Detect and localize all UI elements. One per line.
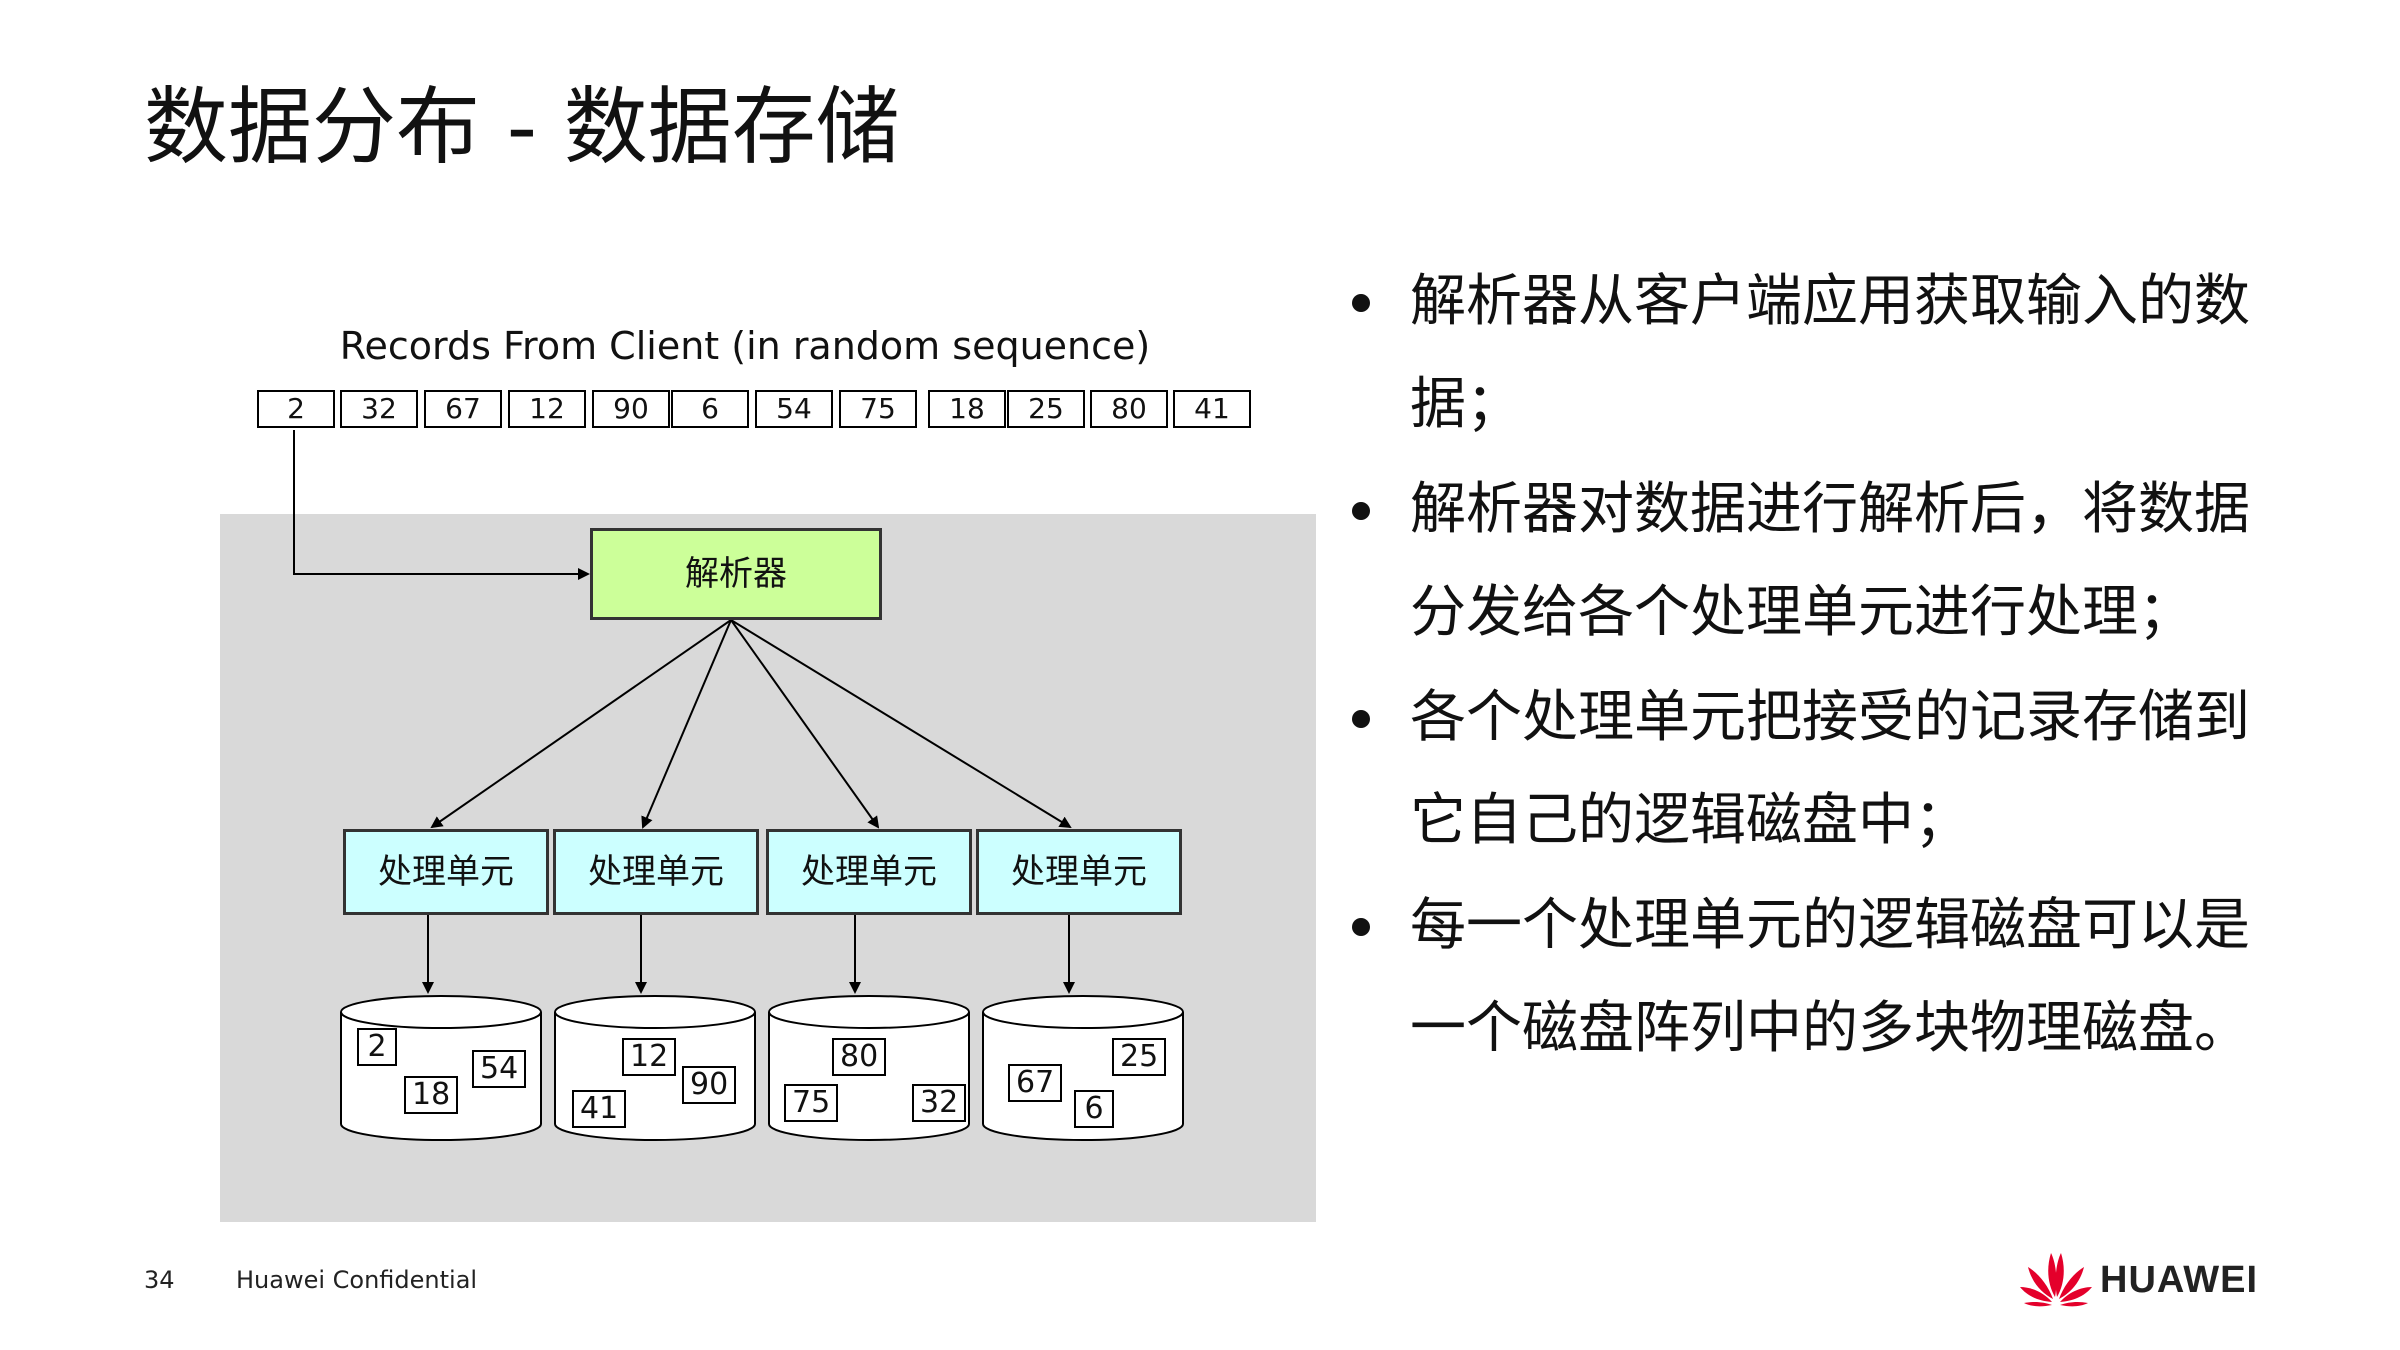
record-box: 18 xyxy=(928,390,1006,428)
disk-record: 90 xyxy=(682,1066,737,1104)
disk-record: 54 xyxy=(472,1050,527,1088)
bullet-text: 各个处理单元把接受的记录存储到它自己的逻辑磁盘中； xyxy=(1410,685,2250,853)
bullet-text: 解析器从客户端应用获取输入的数据； xyxy=(1410,269,2250,437)
record-box: 25 xyxy=(1007,390,1085,428)
slide-title: 数据分布 - 数据存储 xyxy=(144,78,900,176)
disk-record: 25 xyxy=(1112,1038,1167,1076)
bullet-item: 解析器对数据进行解析后，将数据分发给各个处理单元进行处理； xyxy=(1350,458,2250,664)
parser-to-unit-arrow xyxy=(641,619,732,829)
disk-record: 2 xyxy=(357,1028,397,1066)
bullet-item: 解析器从客户端应用获取输入的数据； xyxy=(1350,250,2250,456)
disk-record: 41 xyxy=(572,1090,627,1128)
disk-record: 6 xyxy=(1074,1090,1114,1128)
record-box: 54 xyxy=(755,390,833,428)
record-to-parser-arrow xyxy=(293,430,590,580)
bullet-dot-icon xyxy=(1352,710,1370,728)
huawei-flower-icon xyxy=(2020,1253,2092,1307)
bullet-item: 每一个处理单元的逻辑磁盘可以是一个磁盘阵列中的多块物理磁盘。 xyxy=(1350,874,2250,1080)
bullet-dot-icon xyxy=(1352,918,1370,936)
disk-record: 18 xyxy=(404,1076,459,1114)
confidential-label: Huawei Confidential xyxy=(236,1266,478,1294)
parser-to-unit-arrow xyxy=(430,619,732,829)
processing-unit: 处理单元 xyxy=(766,829,972,915)
record-box: 12 xyxy=(508,390,586,428)
record-box: 80 xyxy=(1090,390,1168,428)
disk-record: 75 xyxy=(784,1084,839,1122)
records-caption: Records From Client (in random sequence) xyxy=(339,324,1151,368)
record-box: 75 xyxy=(839,390,917,428)
huawei-logo: HUAWEI xyxy=(2018,1245,2278,1315)
record-box: 32 xyxy=(340,390,418,428)
processing-unit: 处理单元 xyxy=(976,829,1182,915)
bullet-text: 解析器对数据进行解析后，将数据分发给各个处理单元进行处理； xyxy=(1410,477,2250,645)
record-box: 90 xyxy=(592,390,670,428)
bullet-item: 各个处理单元把接受的记录存储到它自己的逻辑磁盘中； xyxy=(1350,666,2250,872)
processing-unit: 处理单元 xyxy=(343,829,549,915)
bullet-dot-icon xyxy=(1352,294,1370,312)
huawei-wordmark: HUAWEI xyxy=(2100,1259,2258,1301)
bullet-text: 每一个处理单元的逻辑磁盘可以是一个磁盘阵列中的多块物理磁盘。 xyxy=(1410,893,2250,1061)
disk-record: 80 xyxy=(832,1038,887,1076)
record-box: 67 xyxy=(424,390,502,428)
parser-box: 解析器 xyxy=(590,528,882,620)
disk-record: 67 xyxy=(1008,1064,1063,1102)
disk-record: 12 xyxy=(622,1038,677,1076)
parser-to-unit-arrow xyxy=(730,619,880,829)
disk-record: 32 xyxy=(912,1084,967,1122)
record-box: 6 xyxy=(671,390,749,428)
page-number: 34 xyxy=(144,1266,175,1294)
bullet-dot-icon xyxy=(1352,502,1370,520)
record-box: 2 xyxy=(257,390,335,428)
parser-to-unit-arrow xyxy=(730,619,1072,829)
bullet-list: 解析器从客户端应用获取输入的数据； 解析器对数据进行解析后，将数据分发给各个处理… xyxy=(1350,250,2250,1082)
record-box: 41 xyxy=(1173,390,1251,428)
processing-unit: 处理单元 xyxy=(553,829,759,915)
